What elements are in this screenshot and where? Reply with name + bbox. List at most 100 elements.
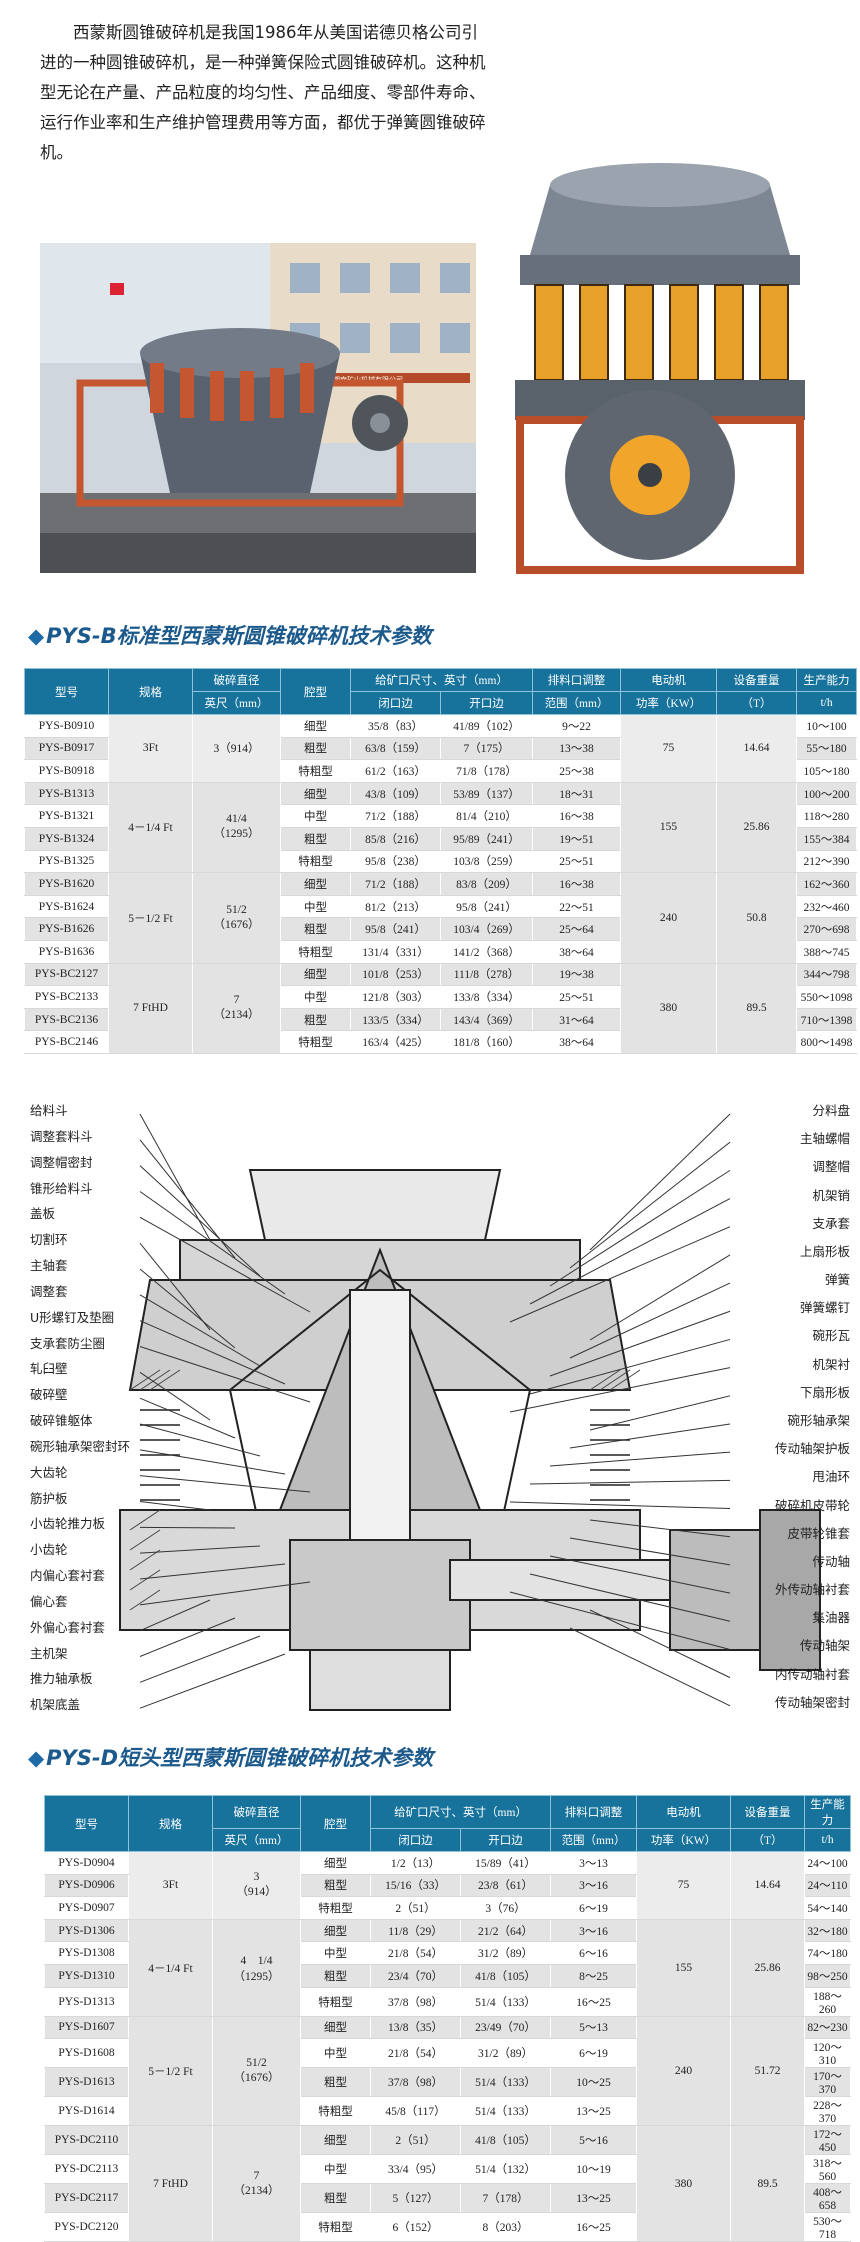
- diagram-label: 偏心套: [30, 1593, 68, 1609]
- cell-cavity: 细型: [300, 1851, 371, 1875]
- leader-line: [509, 1501, 731, 1510]
- cell-open: 81/4（210）: [439, 804, 534, 828]
- table-d-title: ◆PYS-D短头型西蒙斯圆锥破碎机技术参数: [28, 1746, 434, 1770]
- cell-cavity: 中型: [300, 2154, 371, 2185]
- leader-line: [139, 1475, 311, 1493]
- cell-model: PYS-BC2127: [24, 963, 109, 987]
- cell-dia: 7（2134）: [192, 963, 281, 1054]
- cell-cavity: 特粗型: [280, 1030, 351, 1054]
- cell-open: 31/2（89）: [459, 2038, 552, 2069]
- cell-cavity: 粗型: [280, 827, 351, 851]
- cell-capacity: 82～230: [804, 2016, 852, 2040]
- cell-cavity: 细型: [300, 1919, 371, 1943]
- cell-capacity: 212～390: [796, 850, 858, 874]
- cell-range: 16～25: [550, 2212, 638, 2242]
- col-discharge: 排料口调整: [532, 668, 622, 692]
- cell-model: PYS-D1310: [44, 1964, 129, 1988]
- diagram-label: 推力轴承板: [30, 1671, 93, 1687]
- cell-model: PYS-B1321: [24, 804, 109, 828]
- cell-spec: 3Ft: [108, 714, 193, 783]
- cell-cavity: 粗型: [300, 2183, 371, 2214]
- leader-line: [589, 1519, 731, 1538]
- cell-cavity: 中型: [280, 804, 351, 828]
- cell-capacity: 228～370: [804, 2096, 852, 2127]
- cell-closed: 21/8（54）: [370, 1941, 461, 1965]
- diamond-icon: ◆: [28, 624, 45, 648]
- cell-closed: 133/5（334）: [350, 1008, 441, 1032]
- cell-capacity: 162～360: [796, 872, 858, 896]
- cell-motor: 380: [636, 2125, 732, 2242]
- cell-dia: 41/4（1295）: [192, 782, 281, 874]
- diagram-label: 调整套料斗: [30, 1128, 93, 1144]
- diagram-label: U形螺钉及垫圈: [30, 1309, 115, 1325]
- leader-line: [549, 1451, 731, 1467]
- cell-weight: 14.64: [730, 1851, 806, 1920]
- leader-line: [589, 1395, 731, 1431]
- cell-closed: 95/8（238）: [350, 850, 441, 874]
- diamond-icon: ◆: [28, 1746, 45, 1770]
- cell-cavity: 细型: [280, 963, 351, 987]
- cell-weight: 50.8: [716, 872, 798, 964]
- cell-motor: 380: [620, 963, 718, 1054]
- cell-capacity: 172～450: [804, 2125, 852, 2156]
- col-dia: 破碎直径: [192, 668, 281, 692]
- cell-open: 143/4（369）: [439, 1008, 534, 1032]
- cell-capacity: 170～370: [804, 2067, 852, 2098]
- leader-line: [529, 1338, 731, 1395]
- cell-cavity: 细型: [300, 2016, 371, 2040]
- col-open: 开口边: [459, 1828, 552, 1852]
- crusher-cross-section: [119, 1113, 821, 1711]
- cell-open: 71/8（178）: [439, 759, 534, 783]
- cell-open: 51/4（133）: [459, 1987, 552, 2017]
- cell-range: 16～38: [532, 804, 622, 828]
- cell-range: 13～25: [550, 2183, 638, 2214]
- diagram-label: 小齿轮: [30, 1542, 68, 1558]
- cell-closed: 15/16（33）: [370, 1874, 461, 1898]
- cell-closed: 163/4（425）: [350, 1030, 441, 1054]
- cell-range: 6～19: [550, 1896, 638, 1920]
- leader-line: [139, 1371, 211, 1421]
- cell-open: 95/89（241）: [439, 827, 534, 851]
- diagram-label: 筋护板: [30, 1490, 68, 1506]
- dia-value: 7: [233, 994, 240, 1007]
- dia-value: 51/2: [246, 2056, 267, 2069]
- leader-line: [569, 1282, 731, 1359]
- cell-range: 6～19: [550, 2038, 638, 2069]
- cell-open: 103/4（269）: [439, 917, 534, 941]
- dia-value: 41/4: [226, 813, 247, 826]
- diagram-label: 外传动轴衬套: [774, 1582, 850, 1598]
- cell-closed: 2（51）: [370, 1896, 461, 1920]
- dia-value: 4 1/4: [240, 1954, 273, 1967]
- col-feed: 给矿口尺寸、英寸（mm）: [369, 1795, 552, 1829]
- cell-open: 31/2（89）: [459, 1941, 552, 1965]
- leader-line: [569, 1627, 731, 1707]
- leader-line: [549, 1169, 731, 1287]
- dia-value: 51/2: [226, 903, 247, 916]
- diagram-label: 上扇形板: [799, 1243, 850, 1259]
- cell-range: 25～64: [532, 917, 622, 941]
- diagram-label: 外偏心套衬套: [30, 1619, 106, 1635]
- cell-range: 31～64: [532, 1008, 622, 1032]
- cell-open: 51/4（133）: [459, 2096, 552, 2127]
- cell-capacity: 188～260: [804, 1987, 852, 2017]
- cell-range: 38～64: [532, 1030, 622, 1054]
- leader-line: [589, 1113, 731, 1251]
- col-feed: 给矿口尺寸、英寸（mm）: [349, 668, 534, 692]
- cell-dia: 3（914）: [192, 714, 281, 783]
- cell-capacity: 74～180: [804, 1941, 852, 1965]
- diagram-label: 盖板: [30, 1206, 56, 1222]
- cell-closed: 71/2（188）: [350, 804, 441, 828]
- cell-weight: 25.86: [730, 1919, 806, 2017]
- leader-line: [529, 1573, 731, 1622]
- cell-range: 6～16: [550, 1941, 638, 1965]
- cell-capacity: 155～384: [796, 827, 858, 851]
